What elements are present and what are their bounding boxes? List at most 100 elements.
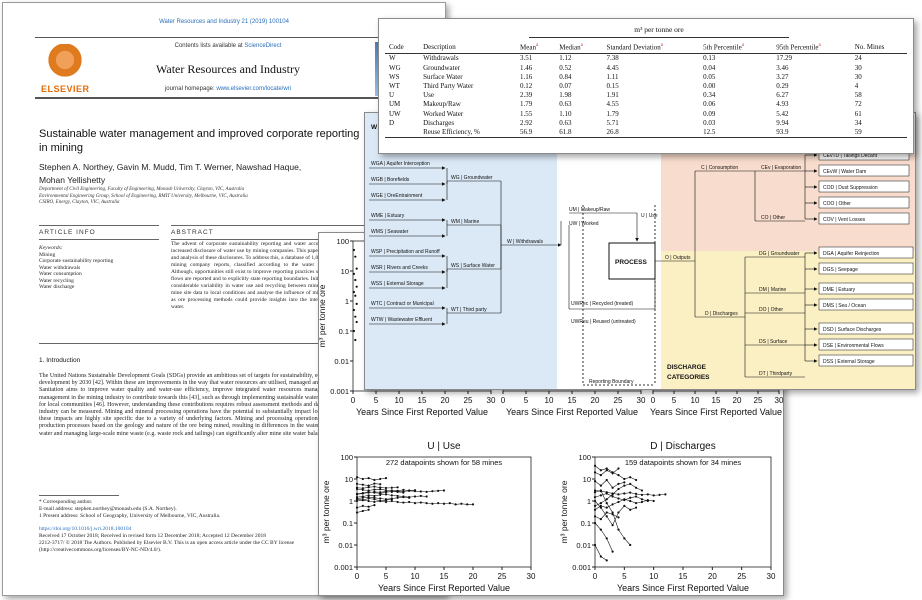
journal-reference[interactable]: Water Resources and Industry 21 (2019) 1… xyxy=(159,19,289,25)
author-list: Stephen A. Northey, Gavin M. Mudd, Tim T… xyxy=(39,161,379,187)
data-point xyxy=(367,486,370,489)
data-point xyxy=(652,499,655,503)
table-cell: WS xyxy=(389,72,400,81)
data-point xyxy=(390,494,393,497)
doi-link[interactable]: https://doi.org/10.1016/j.wri.2018.10010… xyxy=(39,526,132,532)
column-header-label: Mean xyxy=(520,43,536,52)
data-point xyxy=(617,482,620,485)
discharge-item-box xyxy=(818,298,914,311)
table-cell: 61.8 xyxy=(555,127,603,139)
data-point xyxy=(354,315,357,318)
email-address[interactable]: E-mail address: stephen.northey@monash.e… xyxy=(39,506,177,512)
x-tick-label: 5 xyxy=(384,572,389,581)
table-cell: 1.12 xyxy=(559,54,572,63)
data-point xyxy=(384,486,388,490)
data-point xyxy=(373,490,376,493)
data-point xyxy=(361,509,364,513)
data-point xyxy=(623,498,626,502)
data-point xyxy=(629,543,632,547)
keyword: Corporate sustainability reporting xyxy=(39,258,114,264)
y-tick-label: 0.001 xyxy=(572,563,591,572)
series-line xyxy=(356,504,375,508)
corresponding-author: * Corresponding author. xyxy=(39,499,93,505)
x-tick-label: 15 xyxy=(679,572,688,581)
data-point xyxy=(599,528,602,531)
column-header-label: 95th Percentile xyxy=(776,43,819,52)
data-point xyxy=(599,474,602,477)
y-tick-label: 0.1 xyxy=(339,327,349,336)
data-point xyxy=(629,499,632,503)
consumption-other-label: CO | Other xyxy=(761,215,785,221)
discharge-group-label: DS | Surface xyxy=(759,339,787,345)
data-point xyxy=(355,285,358,288)
data-point xyxy=(384,493,388,496)
discharges-label: D | Discharges xyxy=(705,311,738,317)
reuse-label: UWReu | Reused (untreated) xyxy=(571,319,636,325)
table-cell: 34 xyxy=(854,118,862,127)
data-point xyxy=(384,476,388,480)
data-point xyxy=(379,497,382,500)
journal-homepage: journal homepage: www.elsevier.com/locat… xyxy=(95,86,361,92)
x-axis-label: Years Since First Reported Value xyxy=(356,407,488,417)
data-point xyxy=(355,267,358,270)
data-point xyxy=(367,494,370,497)
withdrawal-source-label: WGB | Borefields xyxy=(371,177,410,183)
consumption-item-box xyxy=(818,180,910,193)
chart-subtitle: 272 datapoints shown for 58 mines xyxy=(386,458,503,467)
x-tick-label: 30 xyxy=(767,572,776,581)
table-cell: 3.46 xyxy=(776,63,789,72)
table-cell: 0.07 xyxy=(559,81,572,90)
data-point xyxy=(611,513,614,516)
y-tick-label: 0.01 xyxy=(338,541,353,550)
data-point xyxy=(352,290,356,294)
column-header-label: 5th Percentile xyxy=(703,43,742,52)
x-tick-label: 25 xyxy=(614,396,623,405)
table-cell: WG xyxy=(389,63,401,72)
column-header: Description xyxy=(419,41,517,55)
data-point xyxy=(402,488,405,491)
x-tick-label: 30 xyxy=(637,396,646,405)
authors-line-1: Stephen A. Northey, Gavin M. Mudd, Tim T… xyxy=(39,162,302,172)
sciencedirect-link[interactable]: ScienceDirect xyxy=(244,43,282,49)
data-point xyxy=(629,508,632,511)
withdrawal-group-label: WM | Marine xyxy=(451,219,479,225)
affiliation: CSIRO, Energy, Clayton, VIC, Australia xyxy=(39,200,120,205)
withdrawal-source-label: WGA | Aquifer Interception xyxy=(371,161,430,167)
data-point xyxy=(379,488,382,491)
table-cell: 0.00 xyxy=(703,81,716,90)
y-tick-label: 100 xyxy=(578,453,591,462)
data-point xyxy=(629,476,632,479)
data-point xyxy=(634,502,638,505)
data-point xyxy=(361,487,364,490)
plot-area xyxy=(594,456,772,568)
table-cell: 1.55 xyxy=(520,109,533,118)
makeup-label: UM | Makeup/Raw xyxy=(569,207,610,213)
x-tick-label: 0 xyxy=(351,396,356,405)
data-point xyxy=(617,467,620,470)
y-tick-label: 0.1 xyxy=(581,519,591,528)
data-point xyxy=(355,511,359,514)
license-line[interactable]: (http://creativecommons.org/licenses/BY-… xyxy=(39,547,162,553)
data-point xyxy=(413,502,417,505)
table-cell: U xyxy=(389,91,395,100)
column-header: Standard Deviationa xyxy=(602,41,700,55)
recycle-label: UWRec | Recycled (treated) xyxy=(571,301,633,307)
x-tick-label: 30 xyxy=(775,396,784,405)
data-point xyxy=(361,492,364,495)
homepage-link[interactable]: www.elsevier.com/locate/wri xyxy=(216,86,292,92)
data-point xyxy=(617,487,620,491)
table-cell: 4.93 xyxy=(776,100,789,109)
data-point xyxy=(623,481,626,484)
data-point xyxy=(355,482,359,485)
chart-subtitle: 159 datapoints shown for 34 mines xyxy=(625,458,742,467)
data-point xyxy=(593,480,597,483)
table-cell: Discharges xyxy=(423,118,455,127)
data-point xyxy=(599,502,602,505)
table-cell xyxy=(385,127,420,139)
data-point xyxy=(593,496,597,499)
worked-label: UW | Worked xyxy=(569,221,599,227)
table-cell: 1.79 xyxy=(520,100,533,109)
